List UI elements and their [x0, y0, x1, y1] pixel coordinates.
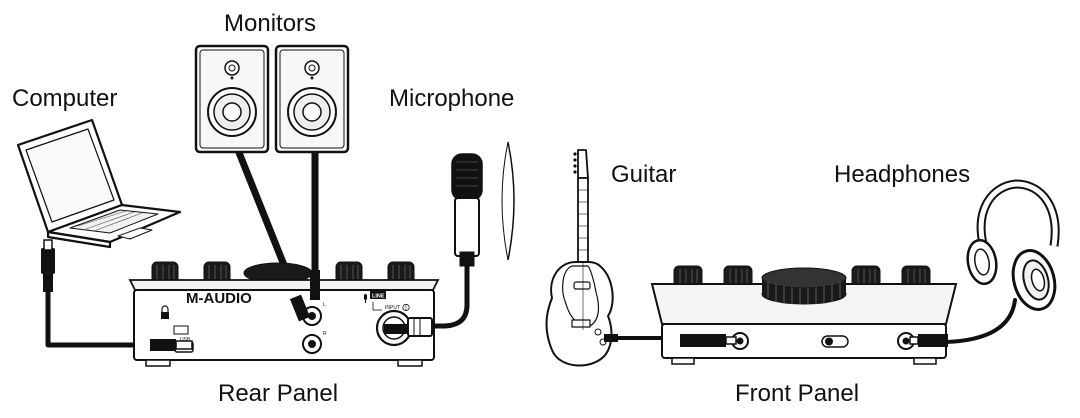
headphones-cable [943, 298, 1017, 344]
usb-plug-icon [41, 239, 55, 292]
studio-monitor-right-icon [274, 44, 350, 154]
usb-cable [45, 287, 151, 348]
headphones-icon [966, 179, 1060, 311]
rear-speaker-right-text: R [323, 331, 327, 337]
lock-icon [161, 305, 169, 319]
mic-symbol-icon [364, 294, 367, 303]
rear-plugs [150, 270, 433, 351]
rear-panel-label: Rear Panel [218, 380, 339, 407]
front-plugs [680, 334, 948, 347]
line-badge [370, 291, 386, 299]
rear-input-text: INPUT [385, 305, 400, 311]
microphone-cable [412, 262, 470, 329]
rear-brand-text: M-AUDIO [186, 290, 252, 307]
rear-line-text: LINE [372, 294, 385, 300]
guitar-plug [604, 334, 618, 342]
guitar-label: Guitar [611, 161, 677, 188]
rear-input-number: 1 [405, 306, 408, 312]
rear-usb-text: USB [180, 337, 191, 343]
laptop-icon [16, 118, 182, 249]
condenser-microphone-icon [451, 141, 515, 267]
front-panel-label: Front Panel [735, 380, 860, 407]
rear-knobs [151, 261, 415, 285]
rear-speaker-left-text: L [323, 302, 326, 308]
studio-monitor-left-icon [194, 44, 270, 154]
headphones-label: Headphones [834, 161, 971, 188]
rear-panel-device [128, 261, 440, 367]
electric-guitar-icon [545, 149, 614, 367]
microphone-label: Microphone [389, 85, 515, 112]
monitors-label: Monitors [224, 10, 317, 37]
computer-label: Computer [12, 85, 118, 112]
front-panel-device [650, 265, 958, 365]
